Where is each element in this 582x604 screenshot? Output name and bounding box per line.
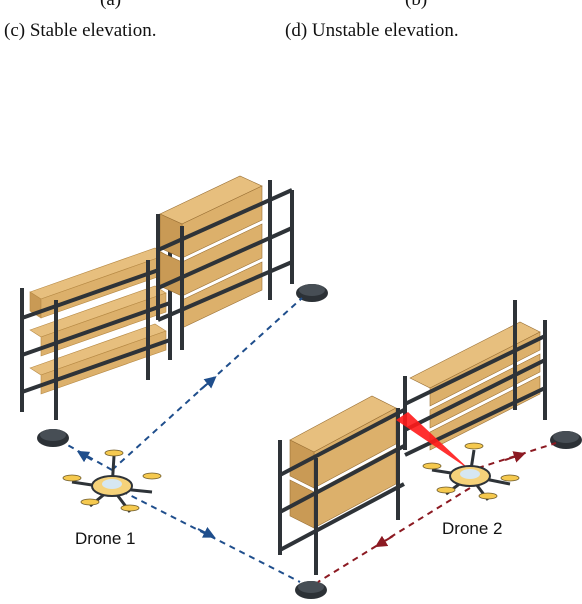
- shelf-unit-right-back: [403, 300, 547, 457]
- caption-stable-elevation: (c) Stable elevation.: [4, 20, 157, 41]
- shelf-unit-center: [156, 175, 294, 350]
- drone-1-label: Drone 1: [75, 529, 135, 548]
- ground-station-bottom: [295, 581, 327, 599]
- shelf-unit-right-front: [278, 395, 405, 575]
- drone-1-path-arrows: [76, 376, 217, 538]
- previous-caption-right: (b): [405, 0, 427, 11]
- drone-2-label: Drone 2: [442, 519, 502, 538]
- drone-2-path-arrows: [374, 451, 526, 548]
- ground-station-left: [37, 429, 69, 447]
- laser-beam: [396, 412, 470, 470]
- previous-caption-left: (a): [100, 0, 121, 11]
- shelf-unit-left: [20, 247, 172, 420]
- drone-2: [422, 442, 520, 501]
- drone-1: [62, 449, 162, 513]
- ground-station-right: [550, 431, 582, 449]
- caption-unstable-elevation: (d) Unstable elevation.: [285, 20, 459, 41]
- ground-station-top: [296, 284, 328, 302]
- drone-2-flight-path: [317, 442, 557, 583]
